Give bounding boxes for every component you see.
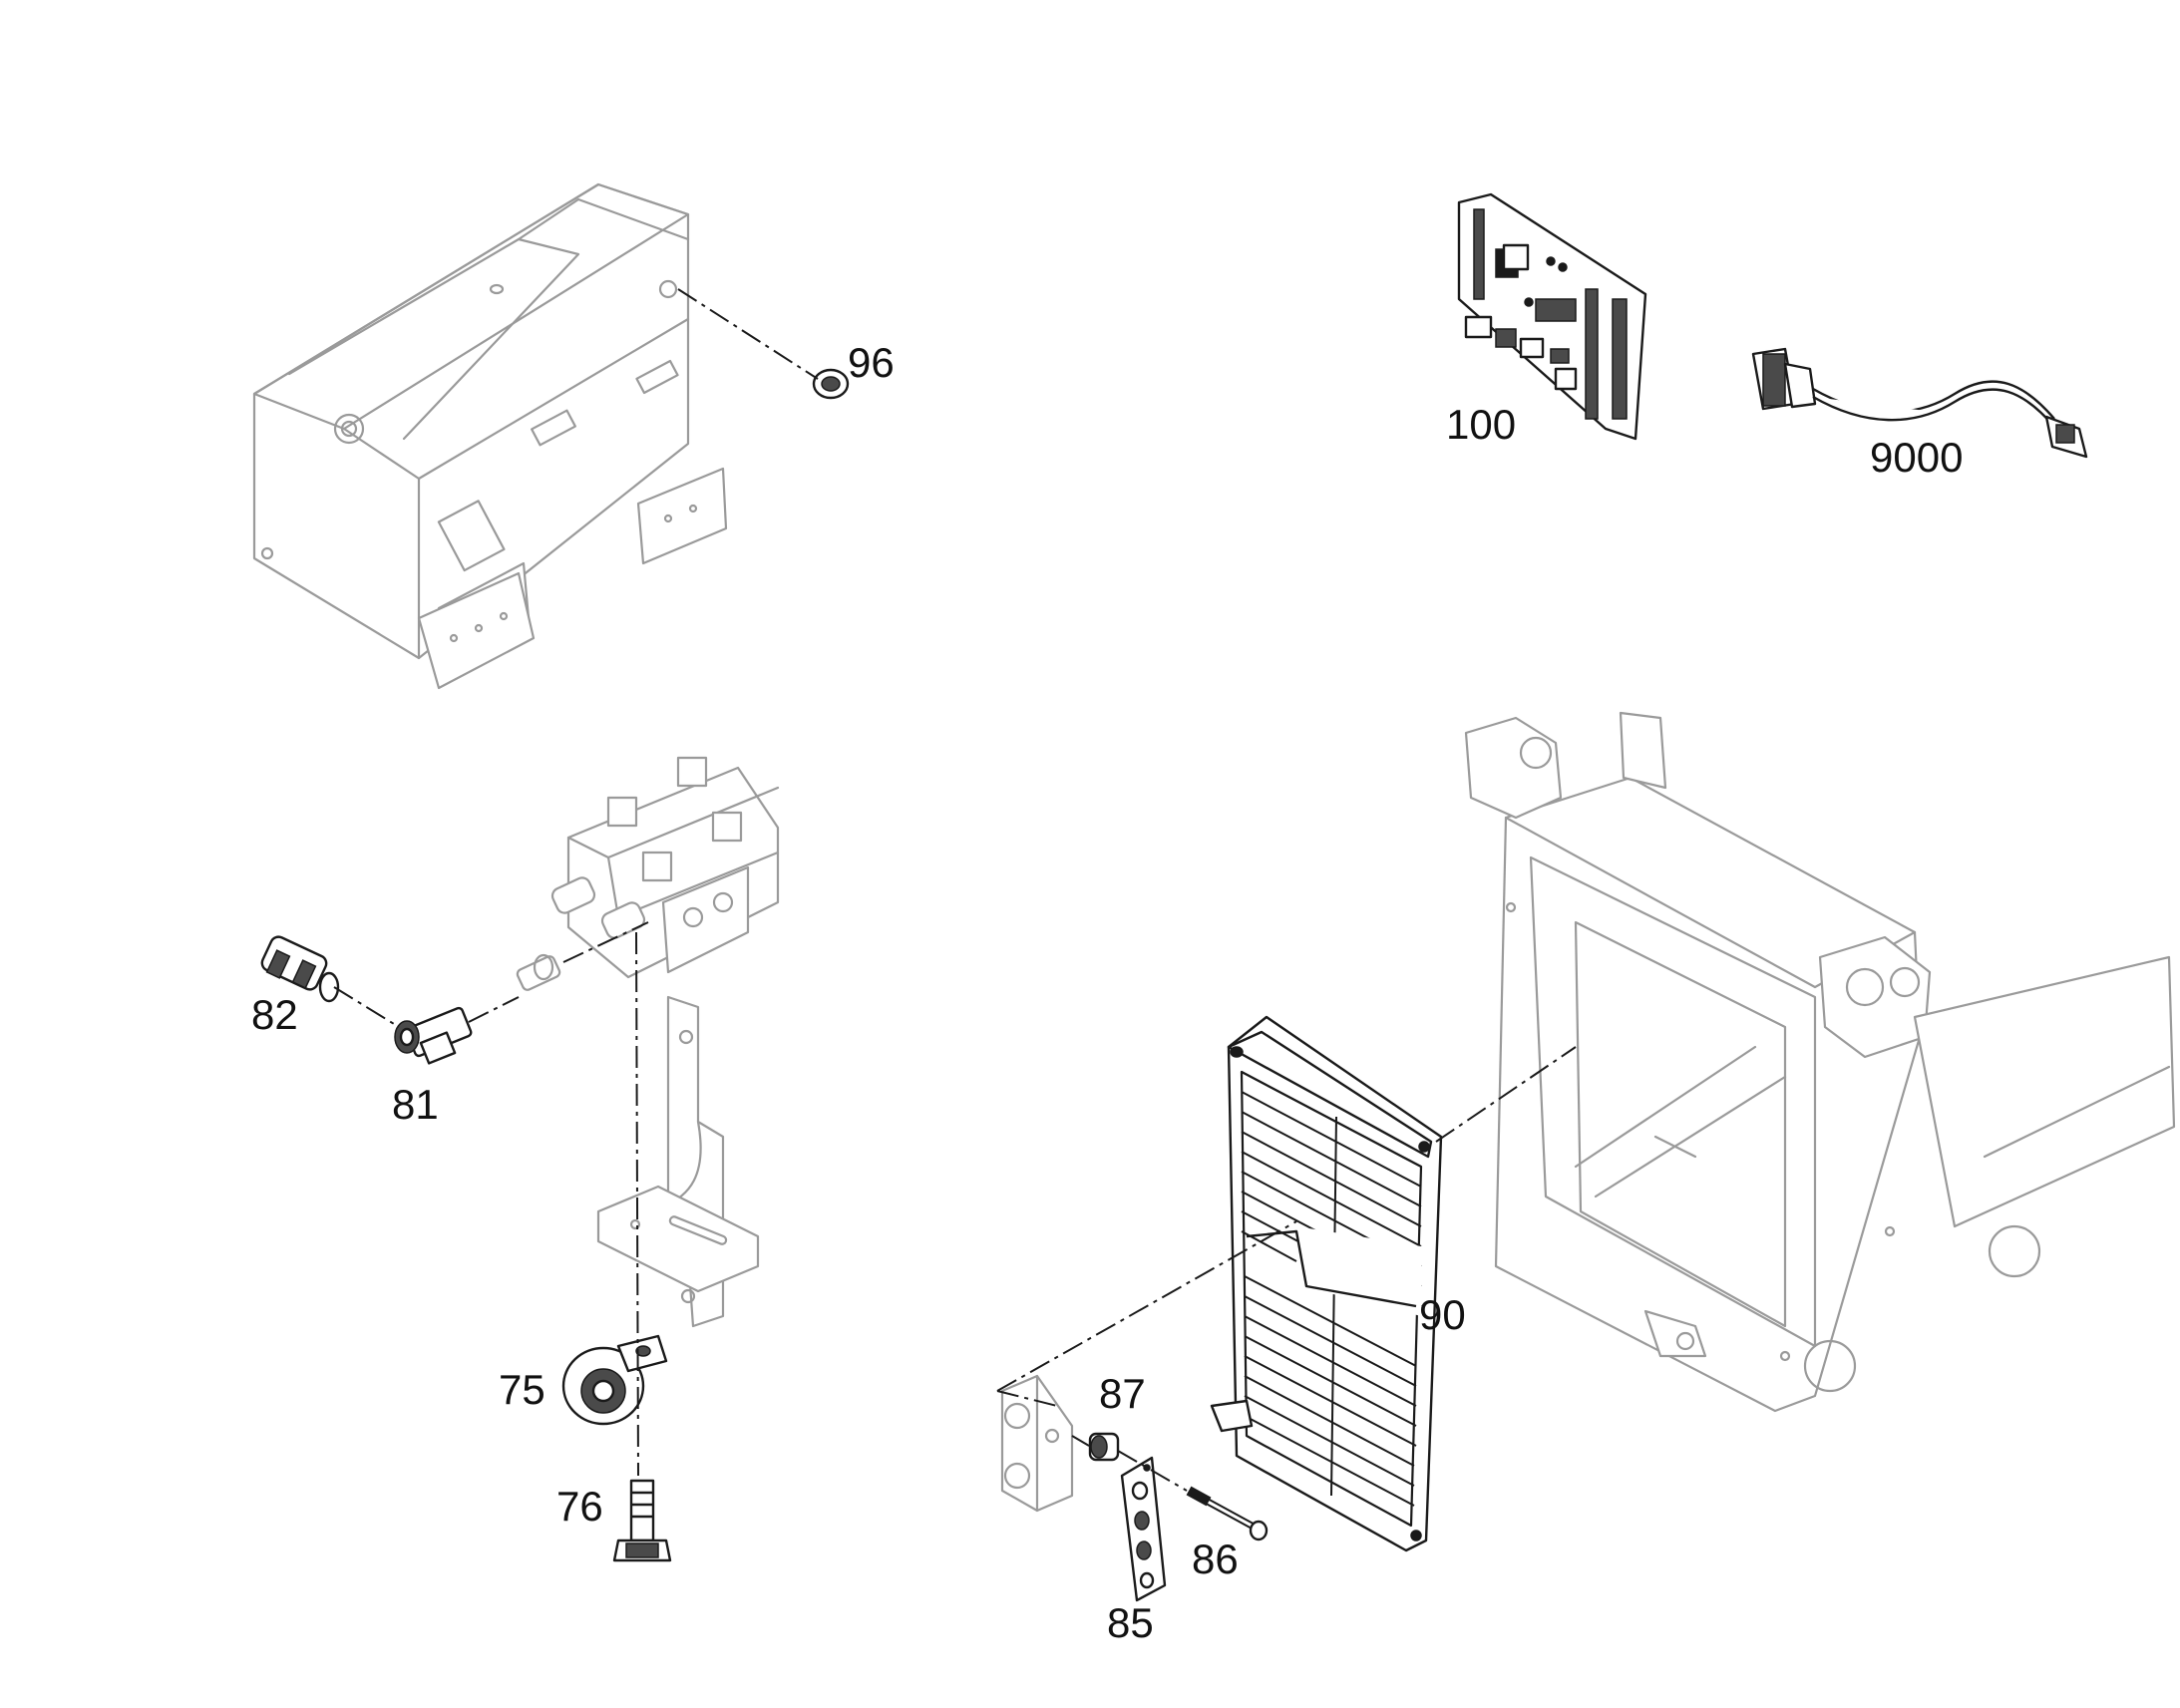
callout-82: 82 xyxy=(251,991,298,1038)
spacer-87-part xyxy=(1088,1432,1120,1462)
assembly-lines xyxy=(333,288,1577,1492)
callout-81: 81 xyxy=(392,1081,439,1128)
callout-90: 90 xyxy=(1419,1291,1466,1338)
callout-9000: 9000 xyxy=(1870,434,1963,481)
clamp-75-part xyxy=(561,1334,668,1426)
cable-harness-9000-part xyxy=(1751,347,2088,459)
seal-ring-96-part xyxy=(812,368,850,400)
small-fitting-part xyxy=(516,953,561,991)
housing-block-part xyxy=(252,182,728,690)
elbow-fitting-81-part xyxy=(394,1006,473,1065)
grille-panel-90-part xyxy=(1210,1015,1443,1552)
connector-module-part xyxy=(1000,1374,1074,1513)
callout-labels: 96 100 9000 82 81 90 87 75 76 86 85 xyxy=(251,339,1963,1646)
callout-100: 100 xyxy=(1446,401,1516,448)
fitting-82-part xyxy=(260,935,340,1003)
mounting-bracket-part xyxy=(596,995,760,1328)
callout-76: 76 xyxy=(556,1483,603,1530)
screw-86-part xyxy=(1186,1486,1269,1541)
plate-85-part xyxy=(1120,1456,1167,1602)
callout-85: 85 xyxy=(1107,1599,1154,1646)
callout-96: 96 xyxy=(848,339,895,386)
callout-87: 87 xyxy=(1099,1370,1146,1417)
cabinet-frame-part xyxy=(1464,711,2176,1413)
circuit-board-100-part xyxy=(1457,192,1647,441)
valve-block-part xyxy=(550,756,780,979)
bolt-76-part xyxy=(612,1479,672,1562)
callout-75: 75 xyxy=(499,1366,545,1413)
callout-86: 86 xyxy=(1192,1536,1239,1582)
